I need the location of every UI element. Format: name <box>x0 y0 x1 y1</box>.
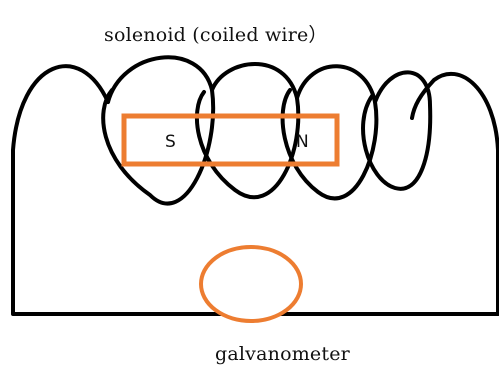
solenoid-label: solenoid (coiled wire） <box>104 24 328 46</box>
solenoid-coil <box>101 55 433 206</box>
north-pole-label: N <box>296 132 309 152</box>
galvanometer-label: galvanometer <box>215 343 350 365</box>
coil-turn-4 <box>361 70 433 191</box>
coil-turn-1 <box>101 55 216 206</box>
south-pole-label: S <box>165 132 176 152</box>
bar-magnet <box>121 113 340 167</box>
galvanometer <box>199 245 303 323</box>
coil-turn-3 <box>280 64 379 201</box>
coil-turn-2 <box>194 62 301 200</box>
